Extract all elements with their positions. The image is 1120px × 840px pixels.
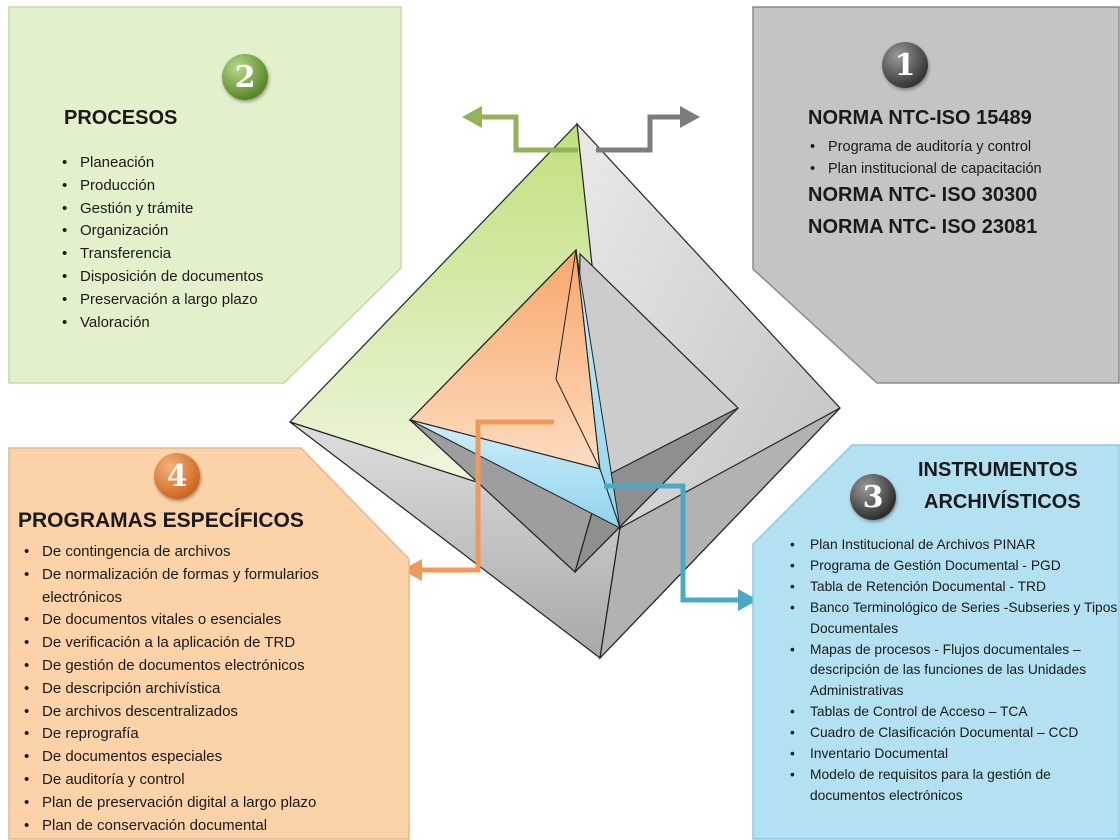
- list-item: Plan de conservación documental: [20, 815, 408, 838]
- list-item: De documentos vitales o esenciales: [20, 609, 408, 632]
- norma-15489-title: NORMA NTC-ISO 15489: [808, 107, 1032, 129]
- normas-panel: 1 NORMA NTC-ISO 15489 Programa de audito…: [752, 6, 1120, 384]
- list-item: Transferencia: [58, 243, 263, 266]
- arrow-to-programas: [402, 419, 554, 581]
- list-item: Modelo de requisitos para la gestión de …: [786, 765, 1100, 807]
- norma-23081-title: NORMA NTC- ISO 23081: [808, 216, 1038, 238]
- list-item: De verificación a la aplicación de TRD: [20, 632, 408, 655]
- list-item: De archivos descentralizados: [20, 701, 408, 724]
- number-4-badge: 4: [154, 453, 200, 499]
- list-item: Disposición de documentos: [58, 266, 263, 289]
- instrumentos-title-line-2: ARCHIVÍSTICOS: [924, 491, 1081, 513]
- arrow-to-procesos: [462, 106, 578, 153]
- procesos-panel: 2 PROCESOS Planeación Producción Gestión…: [8, 6, 402, 384]
- list-item: De contingencia de archivos: [20, 541, 408, 564]
- list-item: De descripción archivística: [20, 678, 408, 701]
- arrow-to-instrumentos: [604, 483, 758, 611]
- list-item: Planeación: [58, 152, 263, 175]
- list-item: De documentos especiales: [20, 746, 408, 769]
- arrow-to-normas: [596, 106, 700, 153]
- instrumentos-title-line-1: INSTRUMENTOS: [918, 459, 1078, 481]
- list-item: De normalización de formas y formularios…: [20, 564, 372, 610]
- programas-title: PROGRAMAS ESPECÍFICOS: [18, 509, 304, 532]
- list-item: Cuadro de Clasificación Documental – CCD: [786, 723, 1120, 744]
- list-item: Banco Terminológico de Series -Subseries…: [786, 598, 1120, 640]
- list-item: Valoración: [58, 312, 263, 335]
- inner-pyramid: [408, 248, 739, 574]
- list-item: Organización: [58, 220, 263, 243]
- list-item: De reprografía: [20, 723, 408, 746]
- list-item: Plan de preservación digital a largo pla…: [20, 792, 408, 815]
- list-item: Tabla de Retención Documental - TRD: [786, 577, 1120, 598]
- list-item: Programa de auditoría y control: [806, 136, 1042, 158]
- list-item: De gestión de documentos electrónicos: [20, 655, 408, 678]
- list-item: Programa de Gestión Documental - PGD: [786, 556, 1120, 577]
- norma-15489-list: Programa de auditoría y control Plan ins…: [806, 136, 1042, 180]
- number-1-badge: 1: [882, 42, 928, 88]
- instrumentos-list: Plan Institucional de Archivos PINAR Pro…: [786, 535, 1120, 807]
- norma-30300-title: NORMA NTC- ISO 30300: [808, 184, 1038, 206]
- list-item: Preservación a largo plazo: [58, 289, 263, 312]
- programas-panel: 4 PROGRAMAS ESPECÍFICOS De contingencia …: [8, 447, 410, 840]
- procesos-list: Planeación Producción Gestión y trámite …: [58, 152, 263, 334]
- list-item: Inventario Documental: [786, 744, 1120, 765]
- list-item: De auditoría y control: [20, 769, 408, 792]
- programas-list: De contingencia de archivos De normaliza…: [20, 541, 408, 837]
- list-item: Gestión y trámite: [58, 198, 263, 221]
- list-item: Producción: [58, 175, 263, 198]
- list-item: Plan Institucional de Archivos PINAR: [786, 535, 1120, 556]
- procesos-title: PROCESOS: [64, 107, 178, 129]
- list-item: Mapas de procesos - Flujos documentales …: [786, 640, 1120, 703]
- list-item: Tablas de Control de Acceso – TCA: [786, 702, 1120, 723]
- normas-panel-bg: [752, 6, 1120, 384]
- instrumentos-panel: 3 INSTRUMENTOS ARCHIVÍSTICOS Plan Instit…: [752, 444, 1120, 840]
- number-3-badge: 3: [850, 474, 896, 520]
- number-2-badge: 2: [222, 54, 268, 100]
- list-item: Plan institucional de capacitación: [806, 158, 1042, 180]
